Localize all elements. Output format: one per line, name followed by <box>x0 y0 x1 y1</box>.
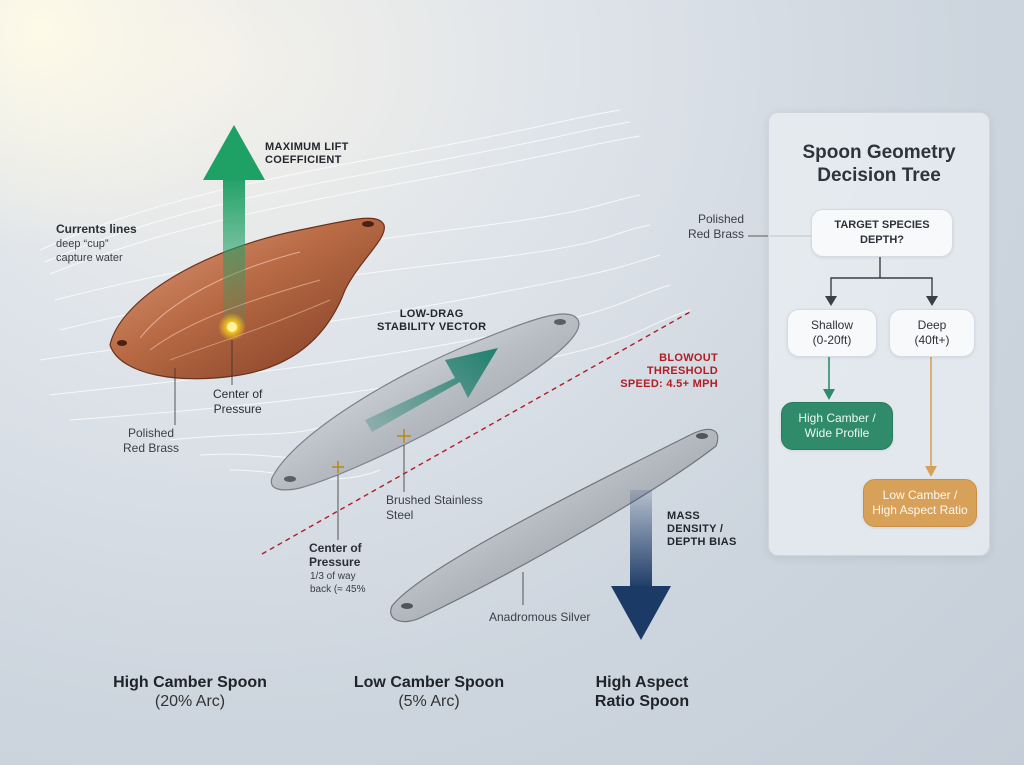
tree-title: Spoon Geometry Decision Tree <box>802 142 956 186</box>
tree-shallow-node: Shallow (0-20ft) <box>787 309 877 357</box>
tree-root-node: TARGET SPECIES DEPTH? <box>811 209 953 257</box>
sunlight-glow <box>0 0 260 250</box>
currents-label: Currents lines <box>56 222 137 236</box>
cop-top-label: Center of Pressure <box>213 387 263 416</box>
tree-deep-node: Deep (40ft+) <box>889 309 975 357</box>
cop-mid-label: Center of Pressure <box>309 541 362 569</box>
high-camber-arc: (20% Arc) <box>154 693 226 710</box>
high-camber-title: High Camber Spoon (20% Arc) <box>90 673 290 711</box>
blowout-label: BLOWOUT THRESHOLD SPEED: 4.5+ MPH <box>620 352 718 390</box>
tree-connectors <box>823 253 938 477</box>
high-camber-spoon <box>109 217 385 380</box>
cop-mid-sub-label: 1/3 of way back (≈ 45% <box>310 571 366 595</box>
lift-arrow <box>203 125 265 325</box>
stability-arrow <box>365 348 498 432</box>
tree-green-leaf: High Camber / Wide Profile <box>781 402 893 450</box>
high-camber-name: High Camber Spoon <box>113 674 267 691</box>
depth-arrow <box>611 490 671 640</box>
high-aspect-name: High Aspect Ratio Spoon <box>594 674 690 710</box>
low-camber-title: Low Camber Spoon (5% Arc) <box>329 673 529 711</box>
currents-sub-label: deep “cup” capture water <box>56 238 123 264</box>
decision-tree-panel: Spoon Geometry Decision Tree TARGET SPEC… <box>768 112 990 556</box>
max-lift-label: MAXIMUM LIFT COEFFICIENT <box>265 141 349 166</box>
polished-left-label: Polished Red Brass <box>123 426 180 455</box>
low-camber-spoon <box>270 313 580 491</box>
brushed-label: Brushed Stainless Steel <box>386 493 483 522</box>
low-drag-label: LOW-DRAG STABILITY VECTOR <box>377 308 487 333</box>
pressure-crosshairs <box>332 429 411 473</box>
mass-density-label: MASS DENSITY / DEPTH BIAS <box>667 510 737 548</box>
low-camber-arc: (5% Arc) <box>398 693 460 710</box>
polished-right-label: Polished Red Brass <box>687 212 744 241</box>
tree-tan-leaf: Low Camber / High Aspect Ratio <box>863 479 977 527</box>
high-aspect-spoon <box>390 428 719 623</box>
blowout-threshold-line <box>261 311 691 555</box>
low-camber-name: Low Camber Spoon <box>353 674 505 691</box>
high-aspect-title: High Aspect Ratio Spoon <box>552 673 732 711</box>
anadromous-label: Anadromous Silver <box>489 610 591 624</box>
